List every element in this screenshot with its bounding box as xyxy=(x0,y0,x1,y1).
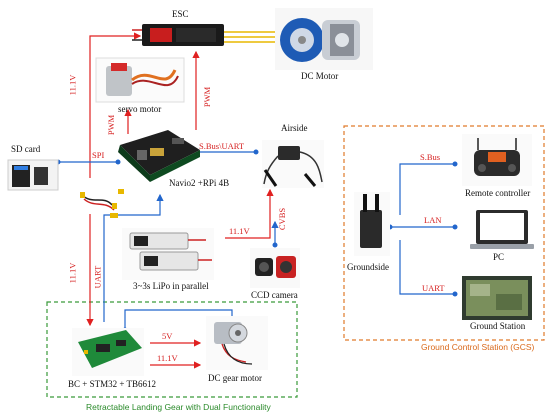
gcs-group-box xyxy=(343,125,545,341)
navio-board xyxy=(118,130,200,182)
groundside-unit xyxy=(354,192,390,256)
link-uart-gcs: UART xyxy=(422,283,445,293)
gcs-sbus-line xyxy=(399,163,455,215)
power-line-esc xyxy=(89,32,142,178)
landing-gear-group-box xyxy=(46,301,298,398)
gcs-uart-line xyxy=(399,240,455,295)
lipo-batteries xyxy=(122,228,214,280)
link-5v: 5V xyxy=(162,331,173,341)
dc-motor-image xyxy=(275,8,373,70)
bc-label: BC + STM32 + TB6612 xyxy=(68,379,157,389)
airside-label: Airside xyxy=(281,123,308,133)
uart-left-line xyxy=(103,193,164,322)
link-lan-gcs: LAN xyxy=(424,215,442,225)
ccd-camera-image xyxy=(250,248,300,288)
servo-label: servo motor xyxy=(118,104,162,114)
pc-label: PC xyxy=(493,252,505,262)
servo-image xyxy=(95,57,185,103)
gcs-group-title: Ground Control Station (GCS) xyxy=(421,342,535,352)
link-pwm-esc: PWM xyxy=(202,86,213,108)
link-pwm-servo: PWM xyxy=(106,114,117,136)
sd-card-label: SD card xyxy=(11,144,41,154)
remote-label: Remote controller xyxy=(465,188,531,198)
link-sbus-gcs: S.Bus xyxy=(420,152,441,162)
link-11v-top: 11.1V xyxy=(67,74,78,96)
ground-station-label: Ground Station xyxy=(470,321,526,331)
sd-card-image xyxy=(7,159,59,191)
link-sbus-uart: S.Bus\UART xyxy=(199,141,245,151)
link-11v-left: 11.1V xyxy=(67,262,78,284)
ccd-label: CCD camera xyxy=(251,290,298,300)
link-cvbs: CVBS xyxy=(277,207,288,231)
landing-blue-link xyxy=(124,309,233,330)
power-line-airside xyxy=(225,188,274,239)
navio-label: Navio2 +RPi 4B xyxy=(169,178,230,188)
lipo-label: 3~3s LiPo in parallel xyxy=(133,281,209,291)
landing-gear-group-title: Retractable Landing Gear with Dual Funct… xyxy=(86,402,271,412)
pc-image xyxy=(470,210,534,249)
bc-board xyxy=(72,328,144,376)
link-11v-bot: 11.1V xyxy=(157,353,178,363)
groundside-label: Groundside xyxy=(347,262,389,272)
esc-label: ESC xyxy=(172,9,189,19)
airside-module xyxy=(262,140,324,188)
link-11v-mid: 11.1V xyxy=(229,226,250,236)
dc-gear-motor-image xyxy=(206,316,268,370)
link-spi: SPI xyxy=(92,150,105,160)
dc-motor-label: DC Motor xyxy=(301,71,339,81)
link-uart-left: UART xyxy=(92,265,103,289)
esc-board xyxy=(132,24,224,46)
dc-gear-label: DC gear motor xyxy=(208,373,262,383)
ground-station-image xyxy=(462,276,532,320)
wiring-harness xyxy=(80,189,124,218)
remote-controller-image xyxy=(462,134,532,186)
